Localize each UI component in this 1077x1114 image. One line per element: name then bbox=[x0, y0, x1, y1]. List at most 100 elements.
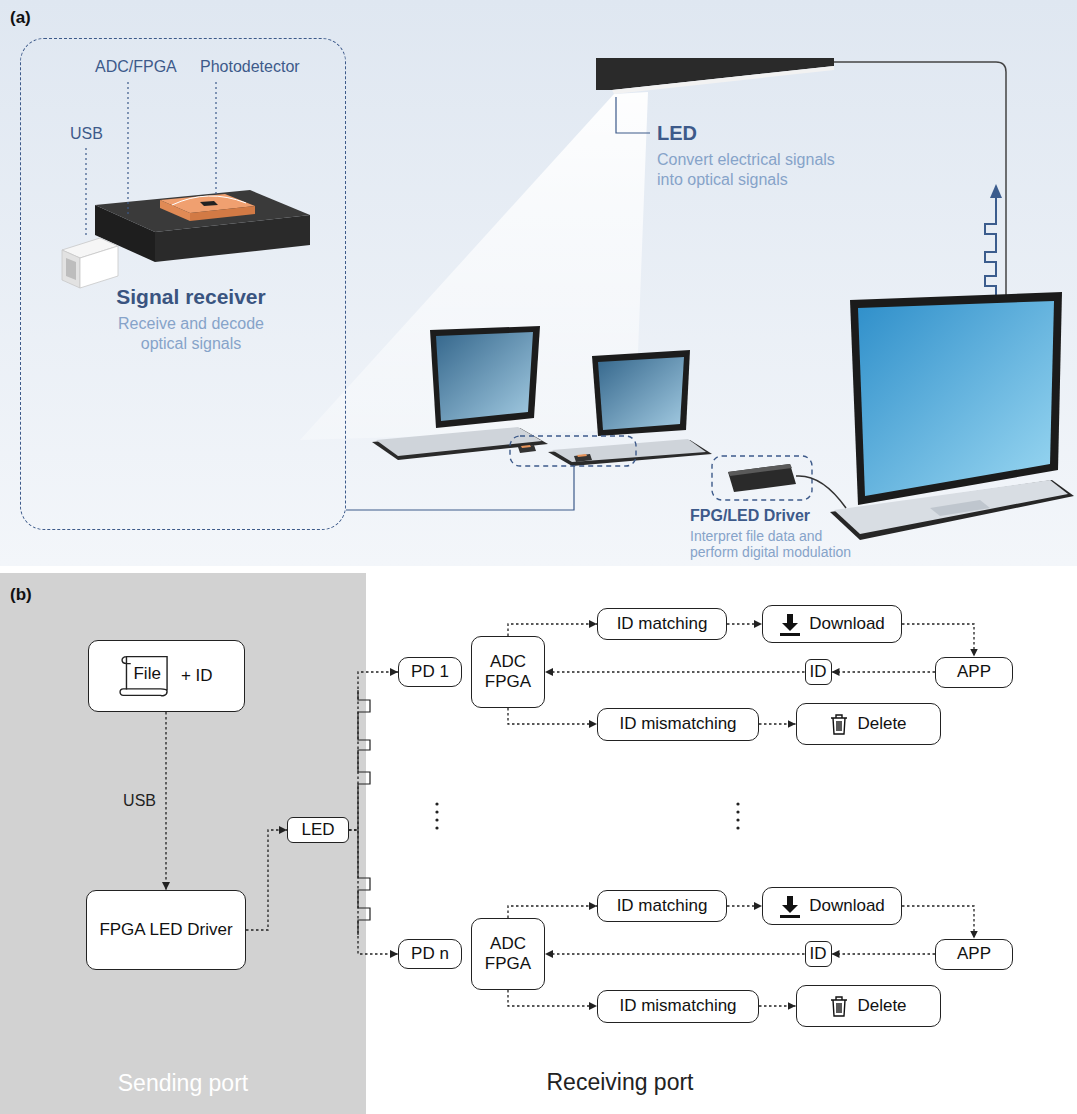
leader-line bbox=[215, 82, 216, 194]
led-driver-top bbox=[728, 464, 792, 476]
laptop-screen-frame bbox=[430, 326, 540, 428]
panel-label: (b) bbox=[10, 585, 32, 605]
flow-arrow bbox=[759, 723, 796, 724]
delete-box: Delete bbox=[796, 985, 941, 1027]
app-box: APP bbox=[935, 657, 1013, 688]
led-driver-device bbox=[728, 464, 796, 492]
flow-arrow bbox=[508, 708, 597, 724]
dashed-outline bbox=[712, 456, 812, 500]
file-icon bbox=[121, 657, 168, 696]
laptop-screen bbox=[858, 301, 1054, 496]
photodetector-box: PD n bbox=[398, 939, 462, 969]
trash-icon bbox=[831, 997, 847, 1016]
download-icon bbox=[779, 612, 801, 636]
flow-arrow bbox=[508, 906, 597, 918]
box-label: APP bbox=[957, 662, 991, 682]
laptop-screen bbox=[436, 332, 533, 421]
box-label: APP bbox=[957, 944, 991, 964]
adc-fpga-box: ADC FPGA bbox=[471, 918, 545, 990]
box-label: PD n bbox=[411, 944, 449, 964]
led-lamp bbox=[596, 58, 834, 90]
edge-label: USB bbox=[123, 792, 156, 810]
id-box: ID bbox=[805, 659, 832, 685]
box-label: FPGA LED Driver bbox=[99, 920, 232, 940]
download-box: Download bbox=[762, 887, 902, 925]
trash-icon bbox=[831, 715, 847, 734]
led-box: LED bbox=[287, 817, 349, 843]
id-mismatching-box: ID mismatching bbox=[597, 990, 759, 1023]
band-fill bbox=[0, 573, 366, 1114]
adc-fpga-box: ADC FPGA bbox=[471, 636, 545, 708]
part-description: Interpret file data and perform digital … bbox=[690, 528, 860, 560]
file-box: File + ID bbox=[88, 640, 245, 712]
delete-box: Delete bbox=[796, 703, 941, 745]
laptop-screen-frame bbox=[592, 350, 690, 436]
ellipsis-dot bbox=[435, 826, 438, 829]
flow-arrow bbox=[832, 953, 936, 954]
laptop-base bbox=[372, 428, 548, 460]
leader-line bbox=[346, 466, 574, 510]
laptop-base bbox=[830, 480, 1074, 540]
box-label: ID matching bbox=[617, 896, 708, 916]
download-icon bbox=[779, 894, 801, 918]
flow-arrow bbox=[508, 990, 597, 1006]
delete-icon bbox=[829, 712, 849, 736]
laptop-touchpad bbox=[930, 500, 990, 516]
flow-arrow bbox=[727, 905, 762, 906]
id-box: ID bbox=[805, 941, 832, 967]
receiver-body-front bbox=[155, 215, 310, 262]
file-scroll: File bbox=[119, 654, 172, 698]
box-label: Delete bbox=[857, 996, 906, 1016]
sending-port-band: Sending port File + ID FPGA LED Driver LED bbox=[0, 573, 366, 1114]
laptop-screen bbox=[598, 357, 684, 430]
part-description: Convert electrical signals into optical … bbox=[657, 150, 852, 190]
box-label: Download bbox=[809, 896, 885, 916]
box-label: LED bbox=[301, 820, 334, 840]
cable bbox=[834, 62, 1006, 320]
laptop-keyboard bbox=[834, 480, 1068, 534]
signal-wave bbox=[985, 196, 996, 300]
ellipsis-dot bbox=[736, 826, 739, 829]
receiver-dongle-chip bbox=[521, 445, 531, 448]
signal-arrow bbox=[990, 184, 1002, 198]
box-label: File bbox=[133, 664, 160, 683]
flow-arrow bbox=[545, 671, 805, 672]
flow-arrow bbox=[545, 953, 805, 954]
receiver-callout: Signal receiverReceive and decode optica… bbox=[20, 38, 346, 530]
download-arrow bbox=[782, 896, 798, 913]
usb-plug-front bbox=[80, 246, 118, 288]
static-decor bbox=[358, 690, 740, 935]
flow-arrow bbox=[508, 624, 597, 636]
id-mismatching-box: ID mismatching bbox=[597, 708, 759, 741]
flow-arrow bbox=[902, 906, 974, 939]
ellipsis-dot bbox=[435, 810, 438, 813]
delete-icon bbox=[829, 994, 849, 1018]
laptop-screen-frame bbox=[850, 292, 1062, 505]
download-box: Download bbox=[762, 605, 902, 643]
part-name: LED bbox=[657, 122, 697, 145]
box-label: ID bbox=[810, 662, 827, 682]
led-lamp-face bbox=[612, 66, 834, 94]
receiver-dongle bbox=[518, 445, 536, 453]
box-label: ID mismatching bbox=[619, 996, 736, 1016]
port-label: Sending port bbox=[0, 1070, 366, 1097]
box-label: ID matching bbox=[617, 614, 708, 634]
app-box: APP bbox=[935, 939, 1013, 970]
part-name: ADC/FPGA bbox=[95, 58, 177, 76]
leader-line bbox=[85, 148, 86, 238]
photodetector-box: PD 1 bbox=[398, 657, 462, 687]
box-label: Download bbox=[809, 614, 885, 634]
box-label: + ID bbox=[181, 666, 213, 686]
ellipsis-dot bbox=[736, 818, 739, 821]
box-label: PD 1 bbox=[411, 662, 449, 682]
port-label: Receiving port bbox=[420, 1069, 820, 1096]
download-bar bbox=[780, 915, 800, 918]
part-name: USB bbox=[70, 125, 103, 143]
laptop-base bbox=[548, 440, 712, 466]
part-name: FPG/LED Driver bbox=[690, 507, 810, 525]
flow-arrow bbox=[727, 623, 762, 624]
callout-description: Receive and decode optical signals bbox=[113, 314, 269, 354]
leader-line bbox=[616, 97, 650, 133]
part-name: Photodetector bbox=[200, 58, 300, 76]
box-label: Delete bbox=[857, 714, 906, 734]
